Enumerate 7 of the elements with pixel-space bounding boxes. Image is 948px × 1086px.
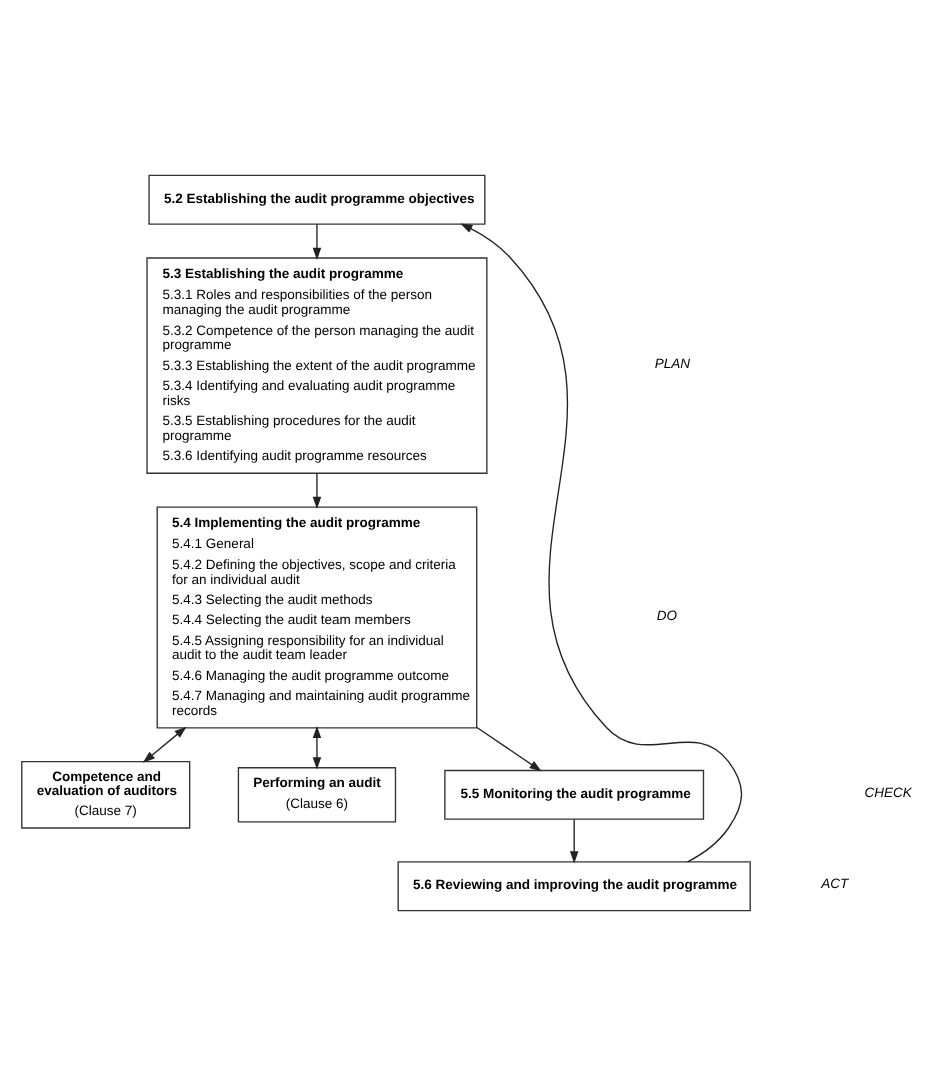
arrow (312, 472, 322, 509)
arrow (142, 726, 187, 763)
arrow (312, 223, 322, 260)
arrow (312, 725, 322, 770)
arrow (476, 726, 542, 772)
arrow (569, 818, 579, 864)
arrow (460, 223, 743, 863)
